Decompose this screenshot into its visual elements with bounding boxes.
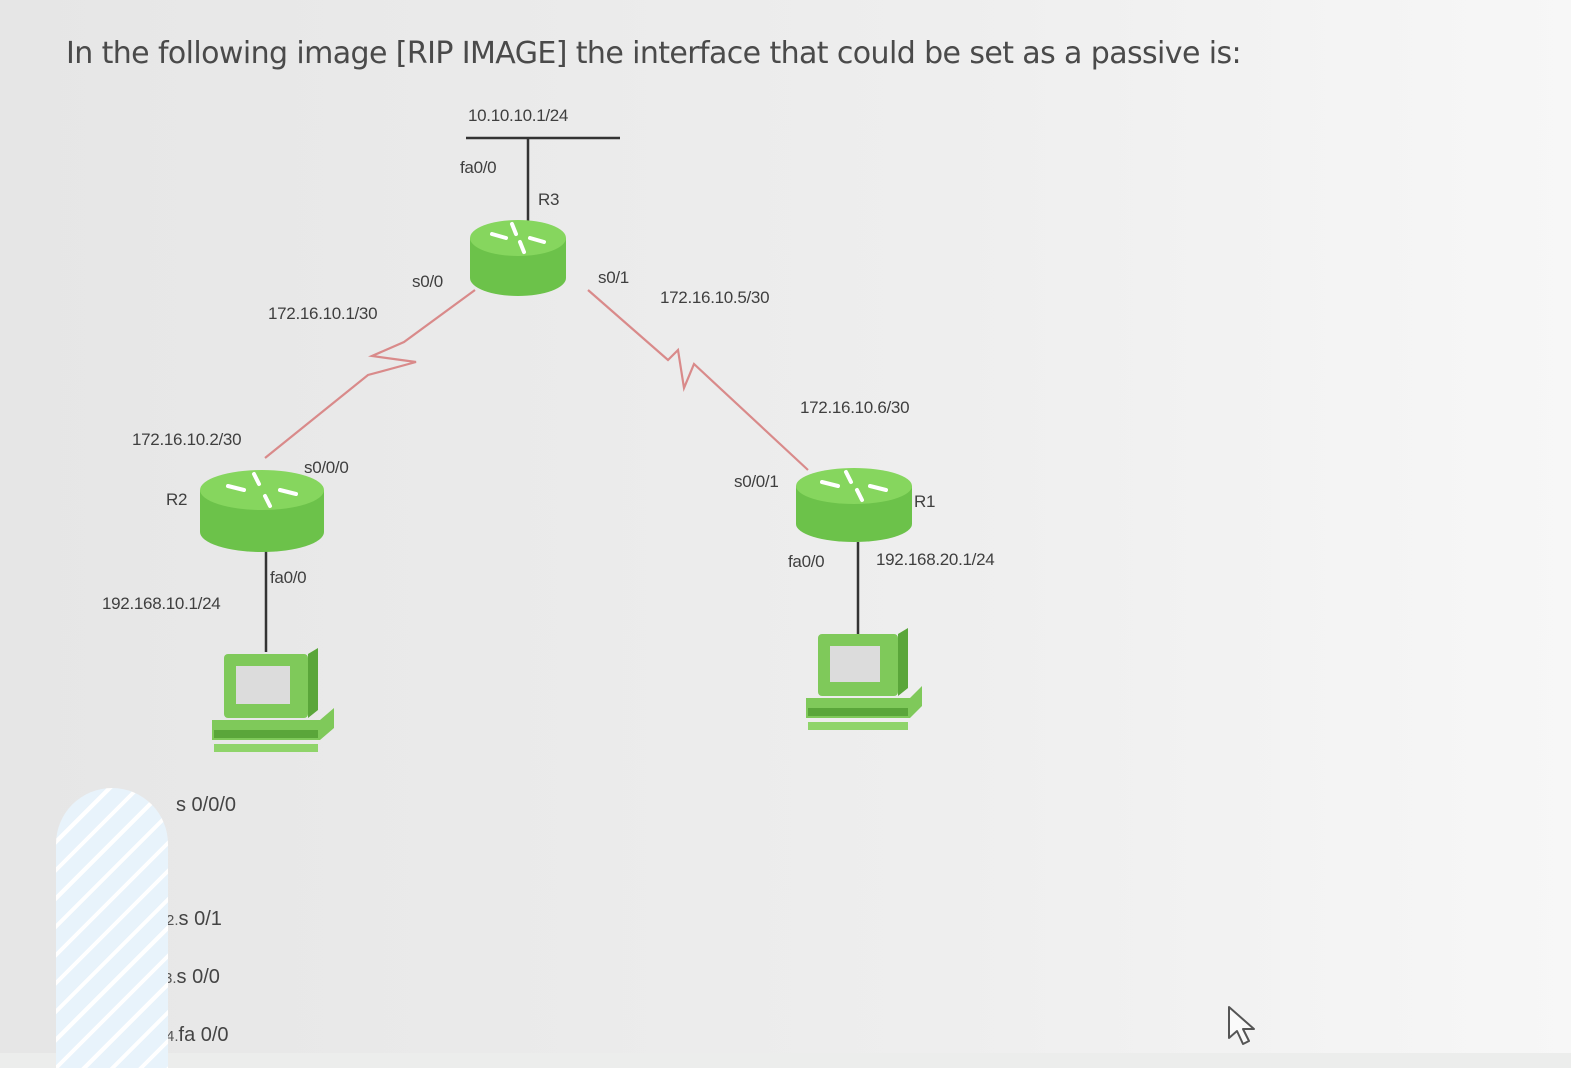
r1-fa0-0-label: fa0/0 [788,552,825,571]
answer-option-1[interactable]: s 0/0/0 [176,794,236,817]
r3-s0-0-ip-label: 172.16.10.1/30 [268,304,378,323]
r3-lan-network-label: 10.10.10.1/24 [468,106,569,125]
r2-name-label: R2 [166,490,188,509]
answer-option-3[interactable]: 3.s 0/0 [164,966,220,989]
pc-right-icon [806,628,922,730]
r1-s0-0-1-label: s0/0/1 [734,472,779,491]
option-label: fa 0/0 [178,1024,229,1046]
option-label: s 0/0/0 [176,794,237,816]
router-r1-icon [796,468,912,542]
r3-s0-1-label: s0/1 [598,268,629,287]
router-r2-icon [200,470,324,552]
serial-link-r3-r2 [264,289,476,459]
option-label: s 0/1 [178,908,222,930]
answer-option-4[interactable]: 4.fa 0/0 [166,1024,229,1047]
pointer-cursor-icon [1228,1006,1255,1045]
r3-name-label: R3 [538,190,560,209]
question-text: In the following image [RIP IMAGE] the i… [66,36,1242,71]
r1-s0-0-1-ip-label: 172.16.10.6/30 [800,398,910,417]
option-number: 2. [166,912,179,929]
answer-option-2[interactable]: 2.s 0/1 [166,908,222,931]
r2-s0-0-0-label: s0/0/0 [304,458,349,477]
r2-fa0-0-label: fa0/0 [270,568,307,587]
r3-s0-1-ip-label: 172.16.10.5/30 [660,288,770,307]
r3-s0-0-label: s0/0 [412,272,443,291]
pc-left-icon [212,648,334,752]
r1-name-label: R1 [914,492,936,511]
r1-lan-network-label: 192.168.20.1/24 [876,550,995,569]
r3-fa0-0-label: fa0/0 [460,158,497,177]
serial-link-r3-r1 [587,289,809,471]
option-number: 4. [166,1028,179,1045]
option-label: s 0/0 [176,966,220,988]
router-r3-icon [470,220,566,296]
r2-s0-0-0-ip-label: 172.16.10.2/30 [132,430,242,449]
redaction-overlay [56,788,168,1068]
r2-lan-network-label: 192.168.10.1/24 [102,594,221,613]
